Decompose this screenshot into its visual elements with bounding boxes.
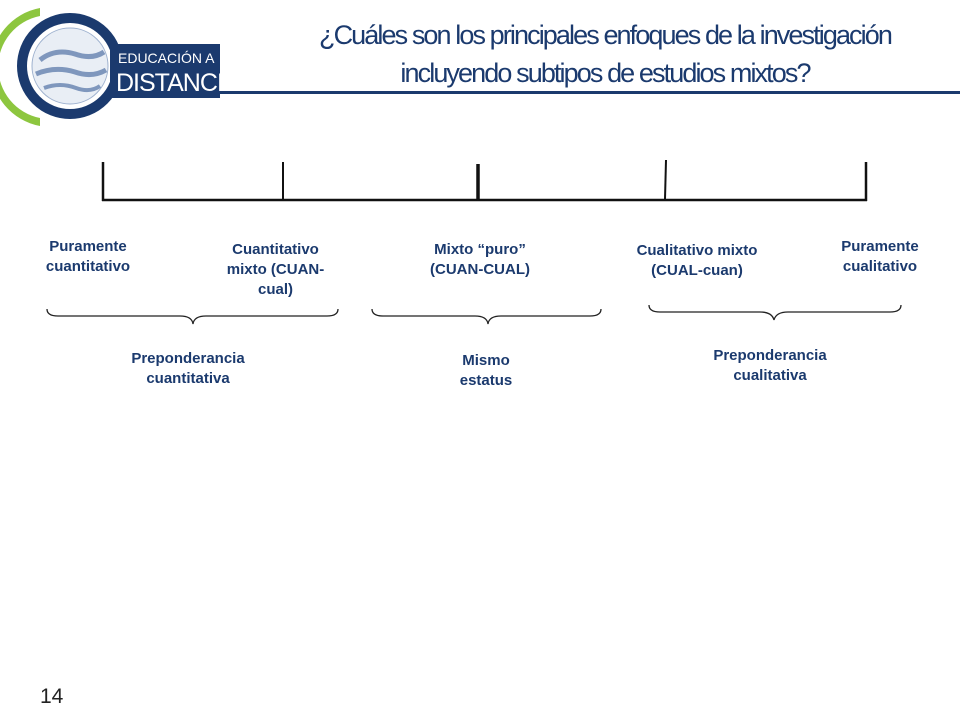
title-underline <box>215 91 960 94</box>
brace-mismo-estatus <box>371 308 602 325</box>
approach-scale <box>46 159 902 325</box>
title-line-1: ¿Cuáles son los principales enfoques de … <box>318 20 893 50</box>
logo-line2: DISTANCIA <box>116 69 230 97</box>
logo-line1: EDUCACIÓN A <box>118 50 215 66</box>
scale-tick-4 <box>664 159 667 200</box>
page-number: 14 <box>40 685 64 708</box>
brace-cualitativa <box>648 304 902 321</box>
label-cualitativo-mixto: Cualitativo mixto(CUAL-cuan) <box>636 242 758 279</box>
title-line-2: incluyendo subtipos de estudios mixtos? <box>400 58 811 88</box>
label-mixto-puro: Mixto “puro”(CUAN-CUAL) <box>430 241 530 278</box>
brace-cuantitativa <box>46 308 339 325</box>
slide-title: ¿Cuáles son los principales enfoques de … <box>260 16 950 92</box>
education-logo: EDUCACIÓN A DISTANCIA <box>0 8 230 126</box>
logo-panel <box>110 44 220 98</box>
